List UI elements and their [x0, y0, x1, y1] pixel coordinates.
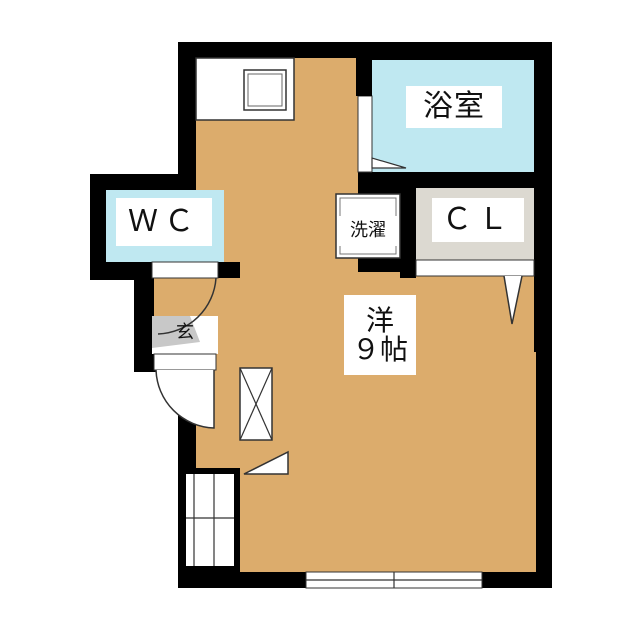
washing-label: 洗濯 — [338, 216, 398, 246]
main-room-size: ９帖 — [351, 333, 408, 366]
main-room-type: 洋 — [365, 303, 394, 337]
partition-walls — [218, 56, 550, 278]
main-room-label: 洋 ９帖 — [344, 295, 416, 375]
left-window-bay — [180, 468, 240, 572]
entrance-label: 玄 — [176, 321, 194, 343]
toilet-label: ＷＣ — [116, 198, 212, 246]
bottom-window — [305, 571, 483, 589]
closet-label: ＣＬ — [432, 198, 524, 242]
storage-box — [239, 367, 289, 475]
entrance — [152, 277, 218, 429]
kitchen-counter — [195, 57, 295, 121]
bathroom — [357, 60, 534, 173]
bathroom-label: 浴室 — [406, 86, 502, 128]
